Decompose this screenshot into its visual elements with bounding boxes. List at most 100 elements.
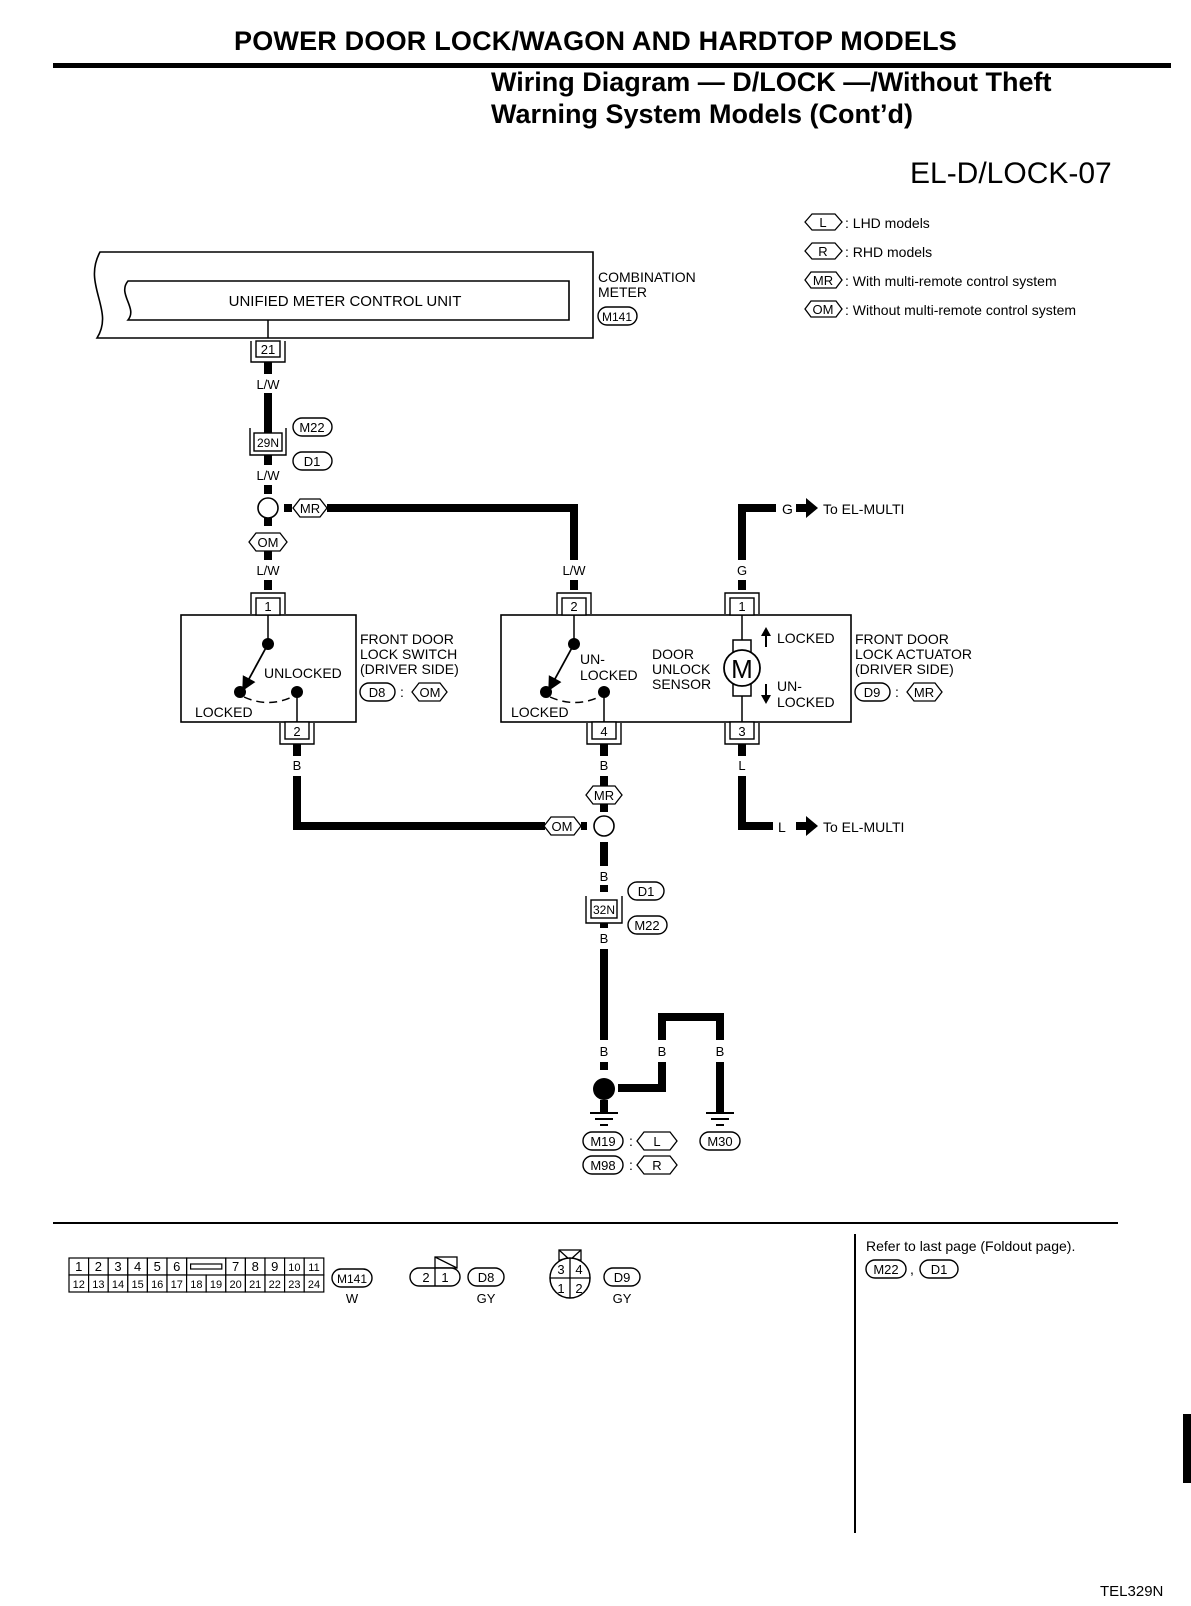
connector-badge: [627, 881, 665, 901]
terminal-number: 1: [738, 599, 745, 614]
pin-number: 10: [288, 1262, 300, 1274]
legend-desc: : RHD models: [845, 244, 932, 260]
connector-id: D8: [369, 685, 386, 700]
wire-color-label: B: [293, 758, 302, 773]
pin-number: 2: [422, 1270, 429, 1285]
option-tag-icon: [804, 242, 843, 260]
latch-icon: [190, 1263, 223, 1270]
pin-number: 20: [229, 1279, 241, 1291]
option-tag-mr: MR: [292, 498, 328, 518]
pin-number: 24: [308, 1279, 320, 1291]
wire-l: [738, 776, 773, 830]
connector-id: M141: [337, 1272, 367, 1286]
terminal-number: 2: [293, 724, 300, 739]
option-tag-icon: [804, 271, 843, 289]
wire-segment: [264, 455, 272, 465]
splice-icon: [257, 497, 279, 519]
svg-text:R: R: [652, 1158, 661, 1173]
svg-text:MR: MR: [914, 685, 934, 700]
connector-id: D9: [864, 685, 881, 700]
wire-color-label: B: [658, 1044, 667, 1059]
svg-text::: :: [400, 684, 404, 700]
svg-text:UN-: UN-: [777, 678, 802, 694]
terminal-number: 1: [264, 599, 271, 614]
pin-number: 14: [112, 1279, 124, 1291]
wire-color-label: B: [600, 1044, 609, 1059]
pin-number: 3: [557, 1262, 564, 1277]
control-unit-label: UNIFIED METER CONTROL UNIT: [229, 293, 462, 310]
legend-item-rhd: R : RHD models: [804, 242, 932, 260]
svg-text:L: L: [653, 1134, 660, 1149]
svg-text:LOCKED: LOCKED: [777, 694, 835, 710]
arrow-down-icon: [761, 695, 771, 704]
option-tag-icon: [804, 300, 843, 318]
svg-text:MR: MR: [594, 788, 614, 803]
connector-color: GY: [613, 1291, 632, 1306]
wire-color-label: L: [738, 758, 745, 773]
connector-badge: [699, 1131, 741, 1151]
pin-number: 21: [249, 1279, 261, 1291]
section-title: POWER DOOR LOCK/WAGON AND HARDTOP MODELS: [233, 26, 957, 56]
legend-tag: MR: [813, 273, 833, 288]
connector-badge[interactable]: [865, 1259, 907, 1279]
combination-meter: UNIFIED METER CONTROL UNIT COMBINATION M…: [93, 251, 696, 339]
wire-color-label: L: [778, 819, 786, 835]
ground-left-icon: [590, 1112, 618, 1126]
svg-text:MR: MR: [300, 501, 320, 516]
connector-id: M30: [707, 1134, 732, 1149]
connector-badge: [359, 682, 396, 702]
connector-id: M22: [299, 420, 324, 435]
wire-color-label: L/W: [256, 468, 280, 483]
wire-color-label: G: [737, 563, 747, 578]
pin-cell: [303, 1274, 325, 1293]
wire-segment: [264, 393, 272, 433]
svg-text:SENSOR: SENSOR: [652, 676, 711, 692]
component-label: LOCK SWITCH: [360, 646, 457, 662]
joint-connector-29n: 29N M22 D1: [249, 417, 333, 471]
component-label: (DRIVER SIDE): [855, 661, 954, 677]
legend-item-om: OM : Without multi-remote control system: [804, 300, 1076, 318]
component-label: FRONT DOOR: [855, 631, 949, 647]
splice-icon: [593, 815, 615, 837]
legend-tag: R: [818, 244, 827, 259]
pin-number: 8: [252, 1259, 259, 1274]
legend-item-mr: MR : With multi-remote control system: [804, 271, 1057, 289]
connector-id: D1: [638, 884, 655, 899]
svg-text:OM: OM: [552, 819, 573, 834]
pin-number: 19: [210, 1279, 222, 1291]
connector-badge: [582, 1155, 624, 1175]
svg-text::: :: [895, 684, 899, 700]
component-label: FRONT DOOR: [360, 631, 454, 647]
pin-number: 13: [92, 1279, 104, 1291]
connector-color: GY: [477, 1291, 496, 1306]
connector-badge: [603, 1267, 641, 1287]
option-tag-icon: [804, 213, 843, 231]
foldout-note: Refer to last page (Foldout page).: [866, 1238, 1075, 1254]
svg-text::: :: [629, 1157, 633, 1173]
legend: L : LHD models R : RHD models MR : With …: [804, 213, 1076, 318]
pin-number: 12: [73, 1279, 85, 1291]
pin-number: 16: [151, 1279, 163, 1291]
connector-badge[interactable]: [919, 1259, 959, 1279]
connector-id: D9: [614, 1270, 631, 1285]
pin-number: 2: [575, 1281, 582, 1296]
terminal-number: 32N: [593, 903, 615, 917]
svg-text:UNLOCK: UNLOCK: [652, 661, 711, 677]
pin-number: 5: [154, 1259, 161, 1274]
joint-connector-32n: 32N D1 M22: [585, 881, 668, 935]
wire-segment: [600, 949, 608, 1040]
pin-number: 9: [271, 1259, 278, 1274]
option-tag-mr: MR: [585, 785, 623, 805]
connector-id: M22: [873, 1262, 898, 1277]
page-code: EL-D/LOCK-07: [910, 157, 1112, 190]
connector-color: W: [346, 1291, 359, 1306]
component-label: LOCK ACTUATOR: [855, 646, 972, 662]
svg-text:M: M: [731, 654, 753, 684]
front-door-lock-actuator: 2 UN- LOCKED LOCKED DOOR UNLOCK SENSOR 4…: [500, 592, 972, 745]
subtitle-line-1: Wiring Diagram — D/LOCK —/Without Theft: [491, 67, 1052, 97]
svg-text:LOCKED: LOCKED: [580, 667, 638, 683]
motor-icon: [723, 649, 761, 687]
destination-label: To EL-MULTI: [823, 501, 904, 517]
component-label: (DRIVER SIDE): [360, 661, 459, 677]
